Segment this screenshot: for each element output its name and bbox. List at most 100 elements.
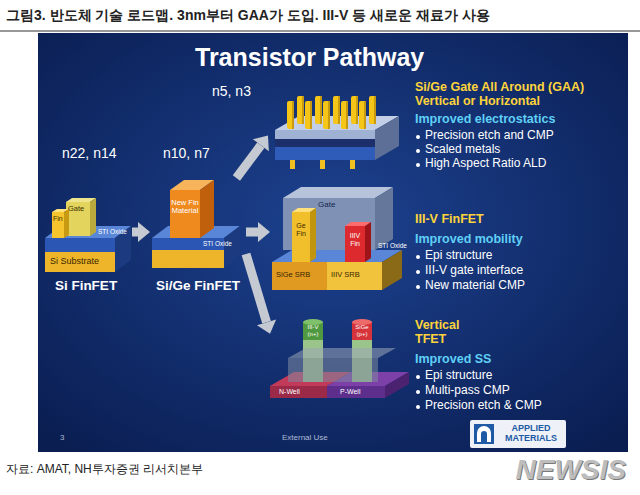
iiiv-srb [327,262,382,290]
contact-leg [350,160,355,169]
bullet-dot [416,405,420,409]
part-name: N-Well [279,388,300,396]
option-heading: III-V FinFET [415,212,484,226]
slide-title: Transistor Pathway [195,43,424,72]
nanowire-back-row [320,96,322,124]
sti-top [272,250,402,262]
transistor-stage: Si FinFET [40,178,132,298]
sige-finfet-figure [152,180,240,268]
part-name: SiGe (p+) [352,324,372,337]
nanowire-front-row [287,101,366,129]
gate-front [288,358,378,382]
option-subheading: Vertical or Horizontal [415,94,540,108]
nanowire-front-row [346,101,348,129]
bullet-dot [416,163,420,167]
nanowire-back-row [302,96,304,124]
bullet-dot [416,135,420,139]
pillar-cap [352,322,372,340]
iiiv-fin-front [345,226,365,262]
bullet-dot [416,285,420,289]
part-name: Ge Fin [292,222,310,237]
part-name: STI Oxide [378,242,407,249]
slide-panel: Si FinFET Si/Ge FinFET Si/Ge Gate All Arou… [38,33,628,452]
benefit-heading: Improved mobility [415,232,523,246]
nanowire-front-row [305,101,312,129]
footer-note: External Use [282,434,328,443]
iiiv-fin-side [365,222,371,262]
srb-side [382,250,402,290]
stage-name: Si FinFET [55,278,117,294]
figure-title: 그림3. 반도체 기술 로드맵. 3nm부터 GAA가 도입. III-V 등 … [6,7,490,23]
fin-side [200,180,214,238]
nanowire-back-row [297,96,304,124]
bullet-dot [416,390,420,394]
ge-fin-side [310,208,316,262]
nanowire-back-row [351,96,358,124]
bullet-item: Precision etch & CMP [415,399,542,413]
flow-arrow [236,136,268,178]
bullet-item: Scaled metals [415,143,500,157]
sige-srb [272,262,327,290]
tfet-figure [270,319,409,398]
bullet-dot [416,270,420,274]
part-name: SiGe SRB [276,271,310,279]
gate-top [283,187,393,198]
part-name: P-Well [340,388,360,396]
part-name: III-V (n+) [303,324,323,337]
slide-background [38,33,628,452]
slab-layer [275,130,375,139]
part-name: New Fin Material [170,199,200,216]
nanowire-front-row [341,101,348,129]
p-well-front [327,386,385,398]
arrow-head [258,222,270,242]
arrow-shaft [132,228,138,237]
slab-layer [275,139,375,147]
nanowire-front-row [323,101,330,129]
si-finfet-figure [45,198,131,272]
option-heading: Vertical TFET [415,318,479,347]
nanowire-front-row [292,101,294,129]
part-name: Fin [53,215,63,223]
nanowire-back-row [356,96,358,124]
logo-box [470,420,566,448]
arrow-shaft [246,228,258,237]
bullet-dot [416,255,420,259]
bullet-item: Epi structure [415,369,492,383]
contact-leg [320,160,325,169]
benefit-heading: Improved SS [415,352,491,366]
bullet-item: III-V gate interface [415,264,523,278]
sti-front [45,238,115,252]
part-name: IIIV SRB [331,271,360,279]
transistor-stage: Si/Ge FinFET [150,178,246,298]
title-rule [0,31,640,32]
gaa-figure [275,96,399,169]
nanowire-back-row [374,96,376,124]
process-node: n22, n14 [62,146,117,161]
bullet-dot [416,149,420,153]
well-side [385,372,409,398]
nanowire-back-row [333,96,340,124]
gate-top [288,348,396,358]
slab-layer [275,147,375,160]
page-number: 3 [60,434,64,443]
nanowire-front-row [364,101,366,129]
arrow-head [138,222,150,242]
bullet-dot [416,375,420,379]
substrate-front [45,252,115,272]
arrow-shaft [246,254,267,322]
stage-name: Si/Ge FinFET [156,278,240,294]
slab-side [375,116,399,160]
arrow-head [253,136,269,152]
part-name: Gate [68,205,84,213]
bullet-item: Multi-pass CMP [415,384,510,398]
arrow-shaft [236,145,260,178]
process-node: n10, n7 [163,146,210,161]
pillar-cap [303,322,323,340]
gate-side [375,187,393,250]
option-heading: Si/Ge Gate All Around (GAA) [415,80,584,94]
contact-leg [290,160,295,169]
